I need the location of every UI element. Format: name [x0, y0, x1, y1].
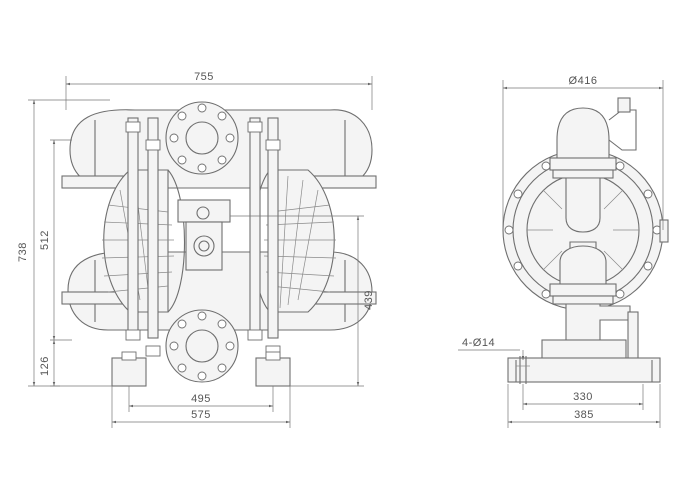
outlet-flange — [165, 101, 239, 175]
dim-side-base-span: 385 — [574, 409, 594, 421]
dim-side-bolt-span: 330 — [573, 391, 593, 403]
right-foot — [255, 357, 291, 387]
front-view: 755 738 512 126 439 495 575 — [17, 71, 377, 428]
side-base-plate — [507, 357, 661, 383]
dim-front-inner-height: 512 — [39, 230, 51, 250]
dim-side-holes: 4-Ø14 — [462, 337, 495, 349]
dim-front-height: 738 — [17, 242, 29, 262]
left-foot — [111, 357, 147, 387]
dim-front-bolt-span: 495 — [191, 393, 211, 405]
dim-front-width: 755 — [194, 71, 214, 83]
dim-side-diameter: Ø416 — [569, 75, 598, 87]
inlet-flange — [165, 309, 239, 383]
dim-front-base-span: 575 — [191, 409, 211, 421]
dim-front-inlet-height: 439 — [363, 290, 375, 310]
side-view: Ø416 4-Ø14 330 385 — [458, 75, 669, 428]
dim-front-base-height: 126 — [39, 356, 51, 376]
